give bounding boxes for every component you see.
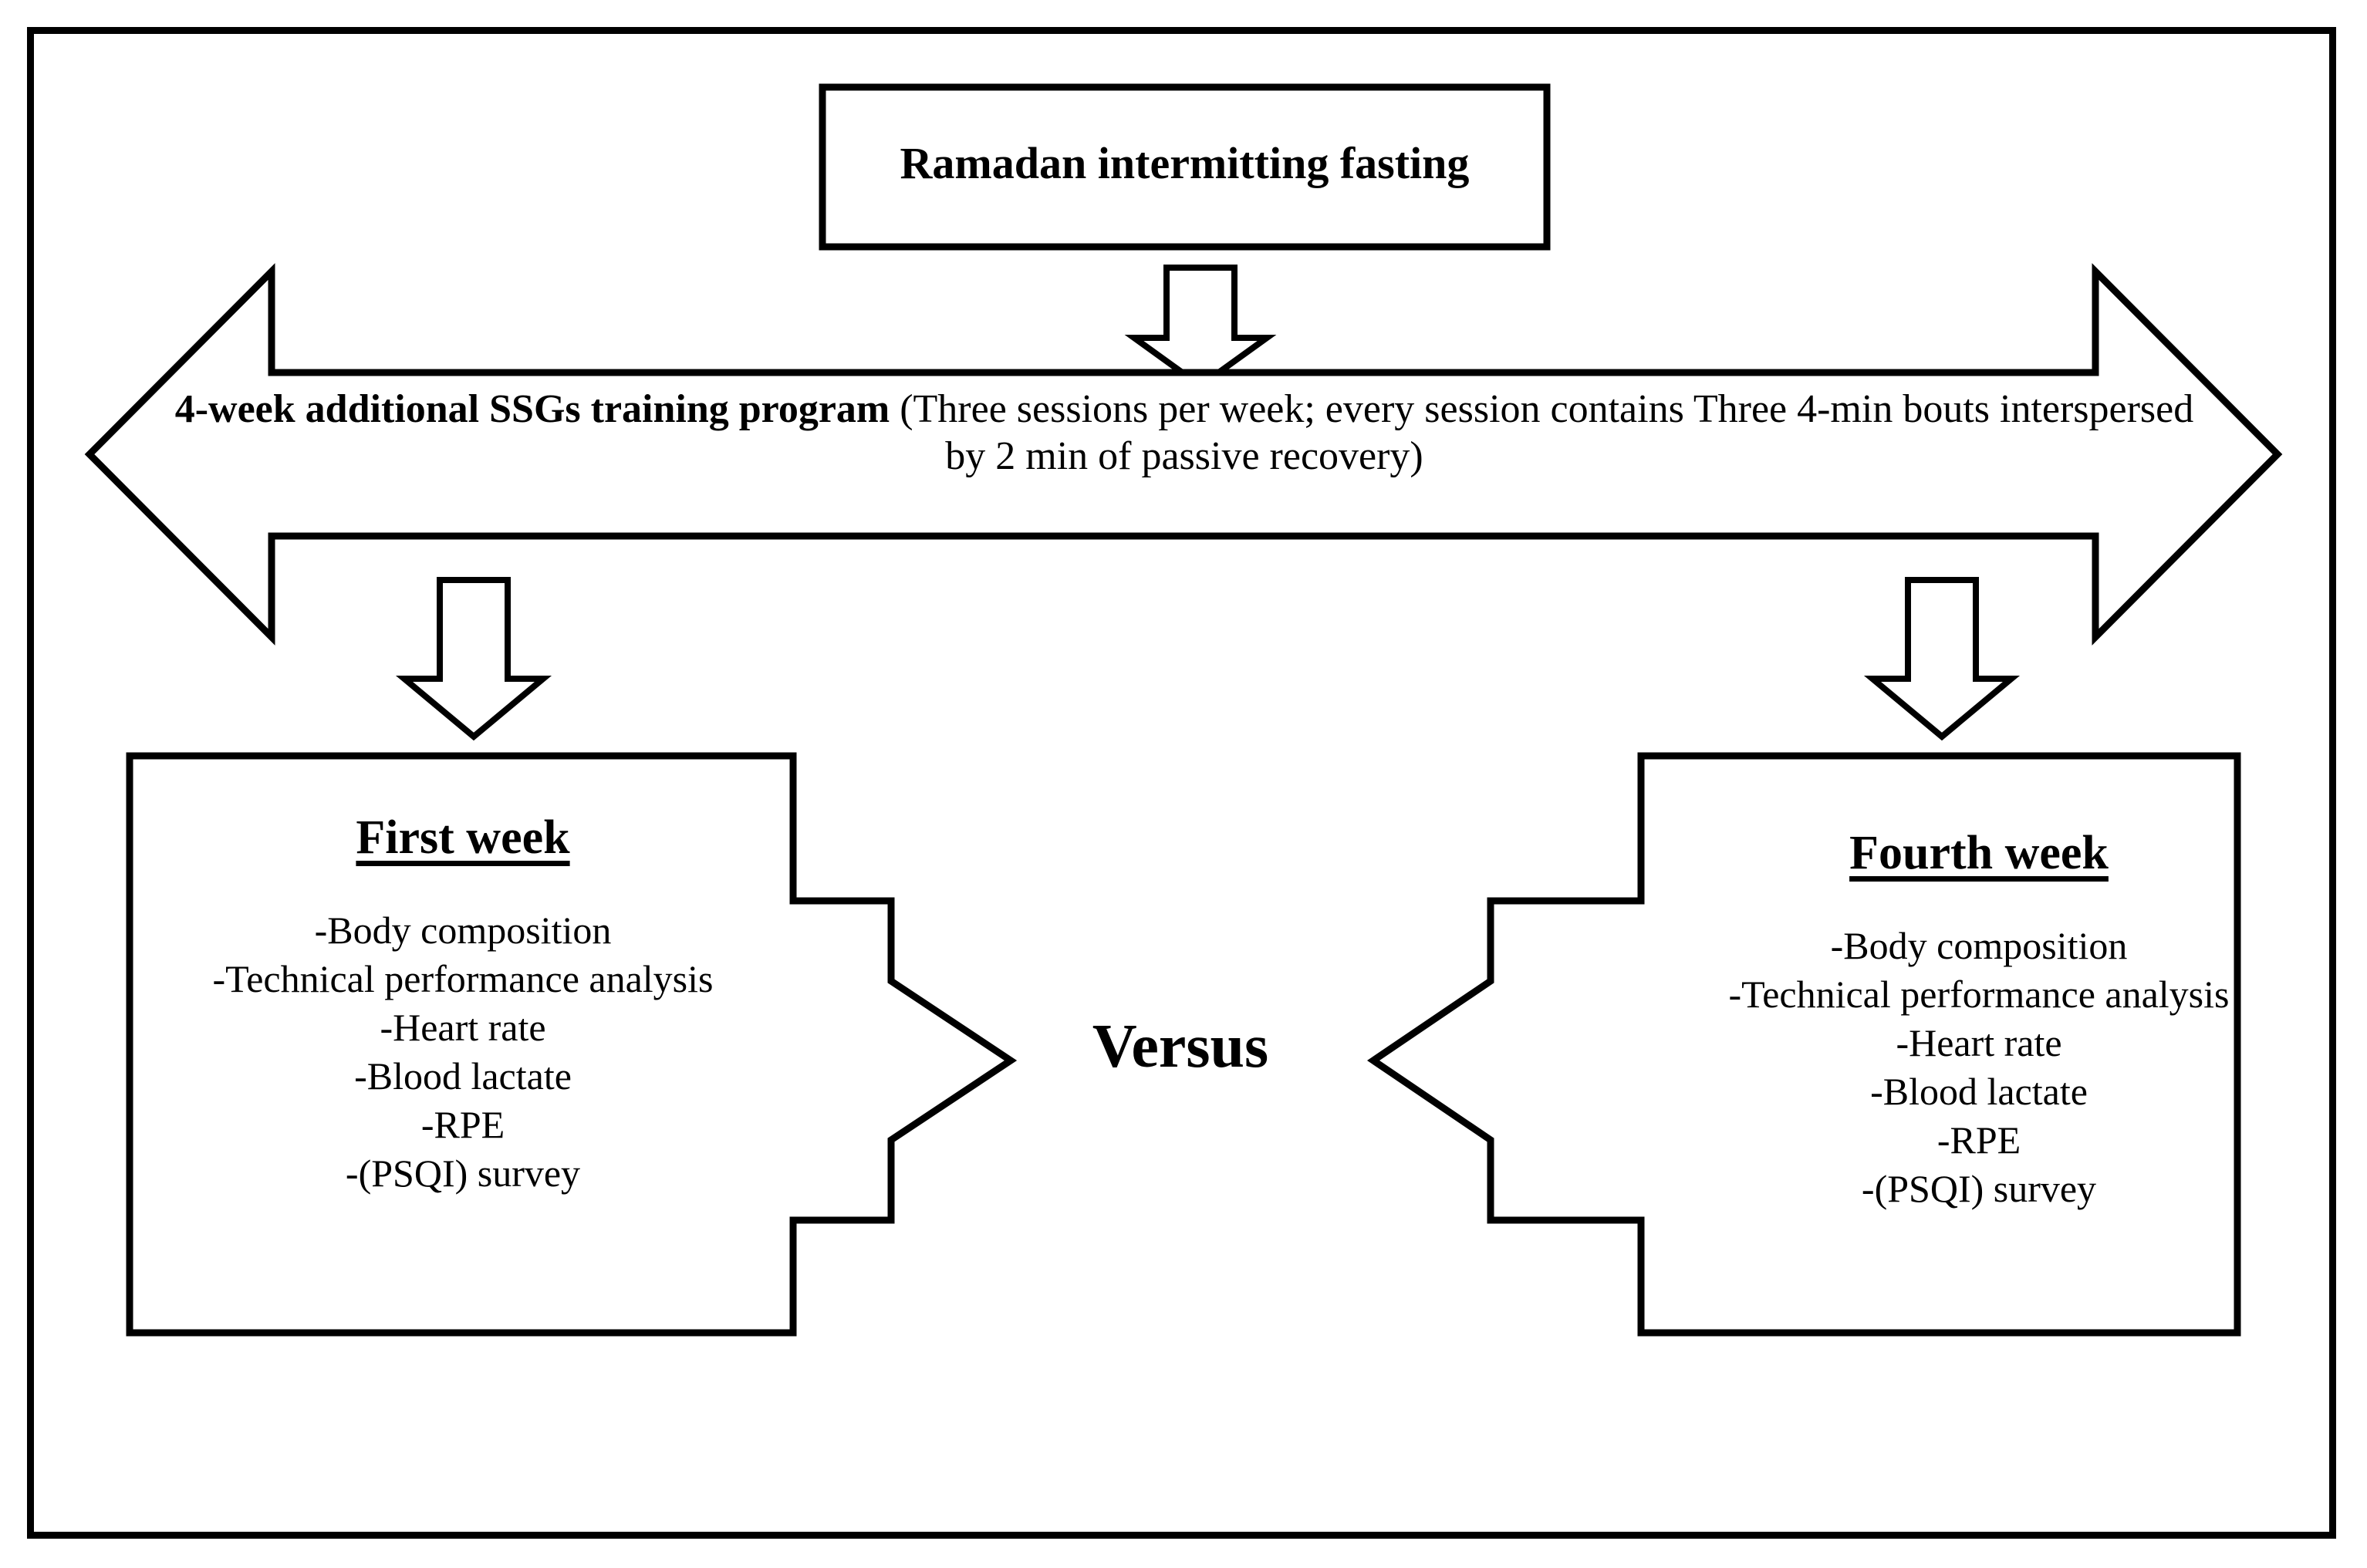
list-item: -Technical performance analysis bbox=[212, 957, 714, 1001]
first-week-panel-outline bbox=[126, 752, 1018, 1337]
fourth-week-item-list: -Body composition -Technical performance… bbox=[1651, 922, 2307, 1213]
banner-bold-label: 4-week additional SSGs training program bbox=[174, 387, 890, 431]
fourth-week-content: Fourth week -Body composition -Technical… bbox=[1651, 825, 2307, 1213]
list-item: -Technical performance analysis bbox=[1728, 973, 2230, 1017]
list-item: -Body composition bbox=[1830, 924, 2128, 968]
list-item: -Body composition bbox=[314, 909, 612, 953]
first-week-heading: First week bbox=[356, 811, 570, 864]
list-item: -Blood lactate bbox=[354, 1054, 572, 1098]
list-item: -Heart rate bbox=[380, 1006, 546, 1050]
list-item: -Blood lactate bbox=[1870, 1070, 2088, 1114]
banner-to-fourth-week-arrow-icon bbox=[1863, 577, 2021, 741]
fourth-week-panel-outline bbox=[1366, 752, 2241, 1337]
fourth-week-heading: Fourth week bbox=[1849, 827, 2109, 879]
list-item: -(PSQI) survey bbox=[345, 1152, 581, 1195]
list-item: -(PSQI) survey bbox=[1861, 1167, 2097, 1211]
title-label: Ramadan intermitting fasting bbox=[900, 138, 1470, 188]
first-week-item-list: -Body composition -Technical performance… bbox=[139, 906, 787, 1198]
versus-label: Versus bbox=[1092, 1013, 1269, 1081]
list-item: -Heart rate bbox=[1896, 1021, 2062, 1065]
title-to-banner-arrow-icon bbox=[1124, 265, 1277, 389]
banner-double-arrow bbox=[84, 263, 2283, 646]
banner-label: 4-week additional SSGs training program … bbox=[166, 386, 2203, 481]
title-box bbox=[819, 83, 1551, 251]
banner-to-first-week-arrow-icon bbox=[395, 577, 552, 741]
figure-outer-border bbox=[27, 27, 2336, 1539]
list-item: -RPE bbox=[420, 1103, 505, 1147]
banner-detail-label: (Three sessions per week; every session … bbox=[890, 387, 2194, 479]
first-week-content: First week -Body composition -Technical … bbox=[139, 810, 787, 1198]
list-item: -RPE bbox=[1936, 1118, 2021, 1162]
